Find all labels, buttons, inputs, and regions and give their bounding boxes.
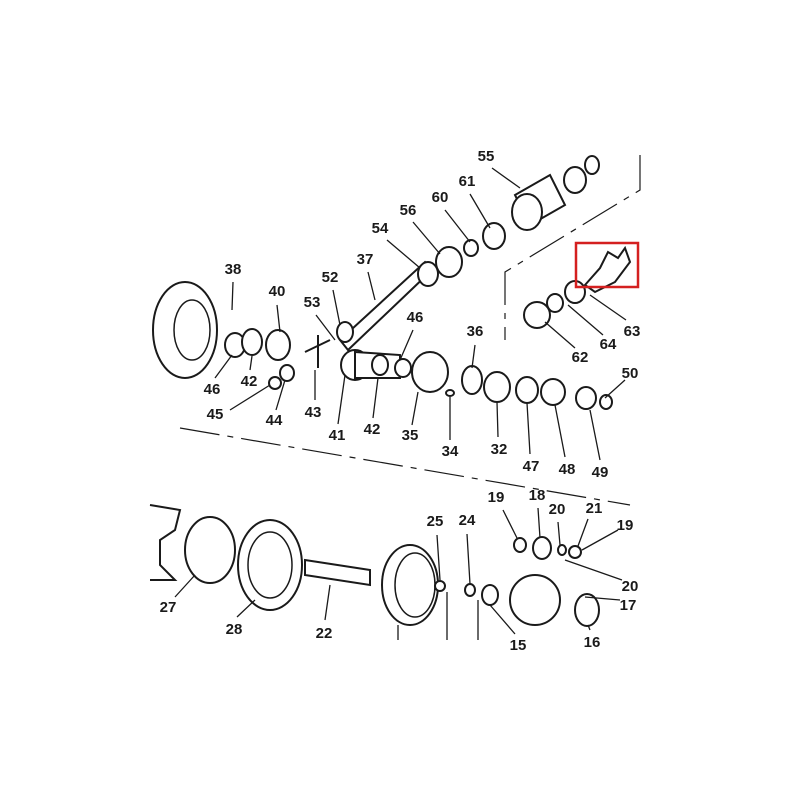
part-label: 28 — [226, 621, 243, 638]
part-label: 19 — [488, 489, 505, 506]
part-label: 18 — [529, 487, 546, 504]
part-label: 45 — [207, 406, 224, 423]
ring-gear-part — [152, 281, 218, 379]
part-label: 60 — [432, 189, 449, 206]
part-label: 48 — [559, 461, 576, 478]
part-label: 35 — [402, 427, 419, 444]
part-label: 24 — [459, 512, 476, 529]
part-label: 37 — [357, 251, 374, 268]
part-label: 49 — [592, 464, 609, 481]
spider-part — [304, 335, 331, 368]
part-label: 21 — [586, 500, 603, 517]
part-label: 25 — [427, 513, 444, 530]
lower-assembly-parts — [149, 504, 600, 627]
part-label: 50 — [622, 365, 639, 382]
part-label: 42 — [364, 421, 381, 438]
part-label-highlighted: 63 — [624, 323, 641, 340]
part-label: 61 — [459, 173, 476, 190]
part-label: 42 — [241, 373, 258, 390]
part-labels: 55 61 60 56 54 37 52 38 40 53 46 36 50 6… — [160, 148, 641, 654]
part-label: 55 — [478, 148, 495, 165]
part-label: 64 — [600, 336, 617, 353]
part-label: 22 — [316, 625, 333, 642]
part-label: 38 — [225, 261, 242, 278]
part-label: 62 — [572, 349, 589, 366]
part-label: 46 — [407, 309, 424, 326]
part-label: 41 — [329, 427, 346, 444]
part-label: 34 — [442, 443, 459, 460]
part-label: 15 — [510, 637, 527, 654]
shift-fork-part — [583, 245, 632, 294]
differential-case-part — [411, 351, 449, 393]
part-label: 20 — [549, 501, 566, 518]
part-label: 36 — [467, 323, 484, 340]
part-label: 19 — [617, 517, 634, 534]
part-label: 32 — [491, 441, 508, 458]
part-label: 53 — [304, 294, 321, 311]
part-label: 46 — [204, 381, 221, 398]
upper-assembly-parts — [152, 155, 632, 410]
part-label: 20 — [622, 578, 639, 595]
part-label: 40 — [269, 283, 286, 300]
part-label: 17 — [620, 597, 637, 614]
carrier-part — [509, 574, 561, 626]
part-label: 52 — [322, 269, 339, 286]
shaft-part — [304, 558, 371, 587]
section-dividers — [179, 155, 641, 506]
part-label: 43 — [305, 404, 322, 421]
part-label: 27 — [160, 599, 177, 616]
part-label: 54 — [372, 220, 389, 237]
leader-lines — [174, 167, 627, 640]
highlight-box — [574, 241, 640, 289]
part-label: 16 — [584, 634, 601, 651]
clutch-drum-part — [184, 516, 236, 584]
internal-gear-part — [381, 544, 439, 626]
part-label: 44 — [266, 412, 283, 429]
part-label: 47 — [523, 458, 540, 475]
part-label: 56 — [400, 202, 417, 219]
